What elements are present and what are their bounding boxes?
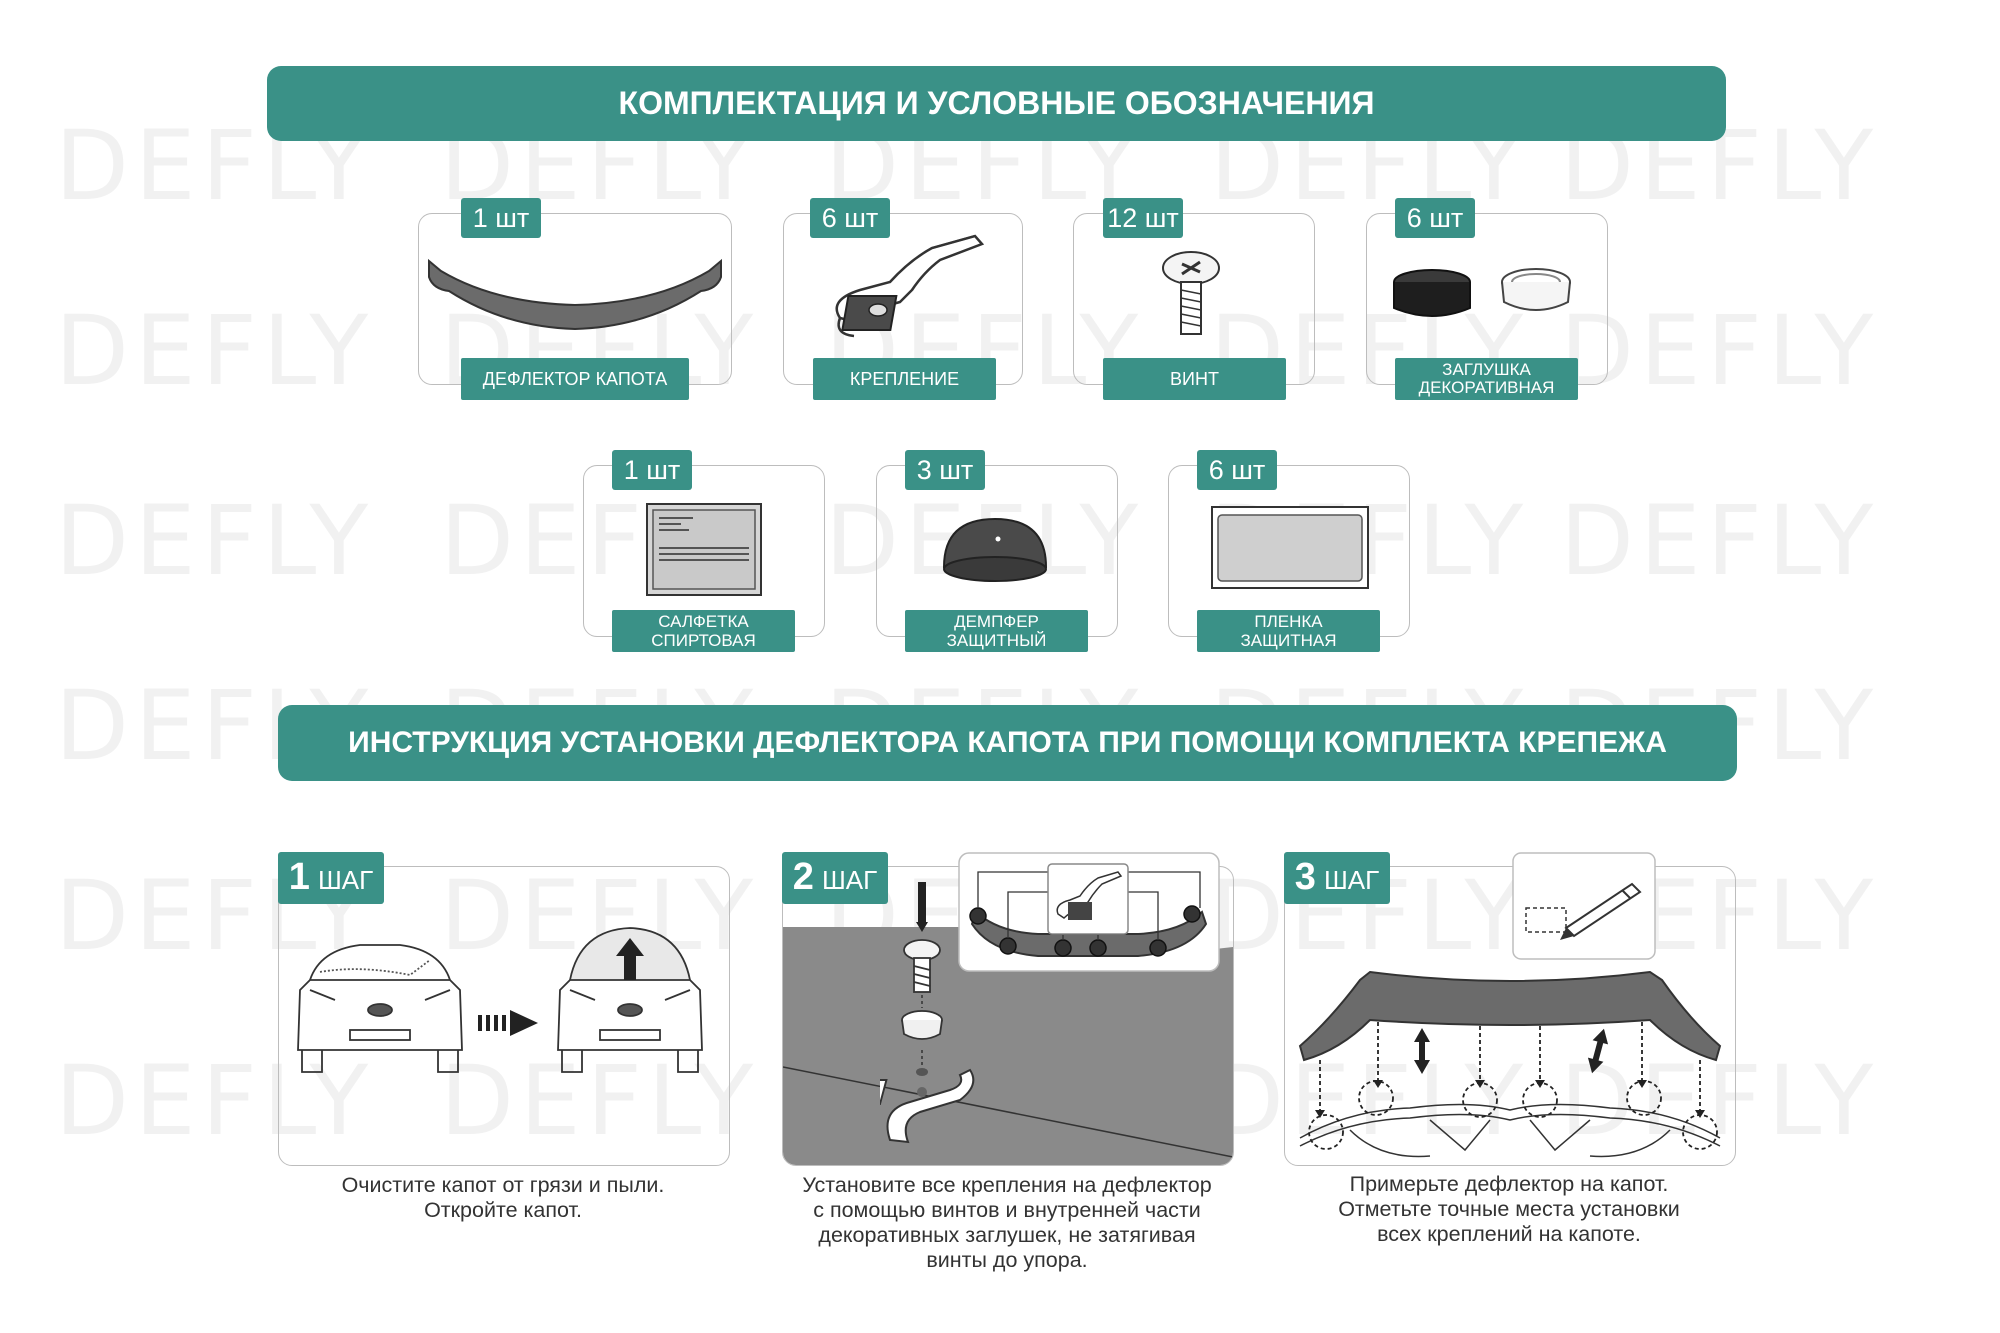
kit-label: ПЛЕНКА ЗАЩИТНАЯ	[1197, 610, 1380, 652]
watermark: DEFLY	[440, 1045, 760, 1157]
kit-qty-badge: 6 шт	[1395, 198, 1475, 238]
screw-assembly-illustration	[880, 882, 975, 1144]
install-section-title: ИНСТРУКЦИЯ УСТАНОВКИ ДЕФЛЕКТОРА КАПОТА П…	[278, 705, 1737, 781]
deflector-clip-positions-inset	[958, 852, 1220, 972]
screw-icon	[1162, 251, 1220, 335]
marker-inset	[1512, 852, 1656, 960]
deflector-fitting-illustration	[1298, 970, 1722, 1158]
kit-label: ДЕФЛЕКТОР КАПОТА	[461, 358, 689, 400]
watermark: DEFLY	[1210, 1045, 1530, 1157]
mounting-clip-icon	[835, 234, 985, 338]
watermark: DEFLY	[55, 485, 375, 597]
step-2-card	[782, 866, 1234, 1166]
kit-label: ВИНТ	[1103, 358, 1286, 400]
kit-qty-badge: 6 шт	[810, 198, 890, 238]
kit-label: САЛФЕТКА СПИРТОВАЯ	[612, 610, 795, 652]
kit-label: ДЕМПФЕР ЗАЩИТНЫЙ	[905, 610, 1088, 652]
protective-film-icon	[1211, 506, 1369, 589]
kit-qty-badge: 1 шт	[612, 450, 692, 490]
car-hood-illustration	[297, 927, 703, 1073]
kit-qty-badge: 3 шт	[905, 450, 985, 490]
alcohol-wipe-icon	[646, 503, 762, 596]
step-2-caption: Установите все крепления на дефлектор с …	[802, 1173, 1212, 1272]
decorative-cap-icon	[1393, 268, 1571, 317]
kit-qty-badge: 1 шт	[461, 198, 541, 238]
kit-qty-badge: 6 шт	[1197, 450, 1277, 490]
watermark: DEFLY	[1560, 485, 1880, 597]
hood-deflector-icon	[428, 258, 722, 331]
step-1-caption: Очистите капот от грязи и пыли. Откройте…	[341, 1173, 665, 1222]
watermark: DEFLY	[1560, 295, 1880, 407]
kit-qty-badge: 12 шт	[1103, 198, 1183, 238]
step-3-caption: Примерьте дефлектор на капот. Отметьте т…	[1338, 1172, 1680, 1246]
kit-label: КРЕПЛЕНИЕ	[813, 358, 996, 400]
watermark: DEFLY	[55, 295, 375, 407]
watermark: DEFLY	[1560, 1045, 1880, 1157]
hood-surface-illustration	[783, 927, 1233, 1165]
step-1-card	[278, 866, 730, 1166]
damper-icon	[942, 517, 1048, 582]
step-3-card	[1284, 866, 1736, 1166]
kit-label: ЗАГЛУШКА ДЕКОРАТИВНАЯ	[1395, 358, 1578, 400]
kit-section-title: КОМПЛЕКТАЦИЯ И УСЛОВНЫЕ ОБОЗНАЧЕНИЯ	[267, 66, 1726, 141]
watermark: DEFLY	[55, 1045, 375, 1157]
